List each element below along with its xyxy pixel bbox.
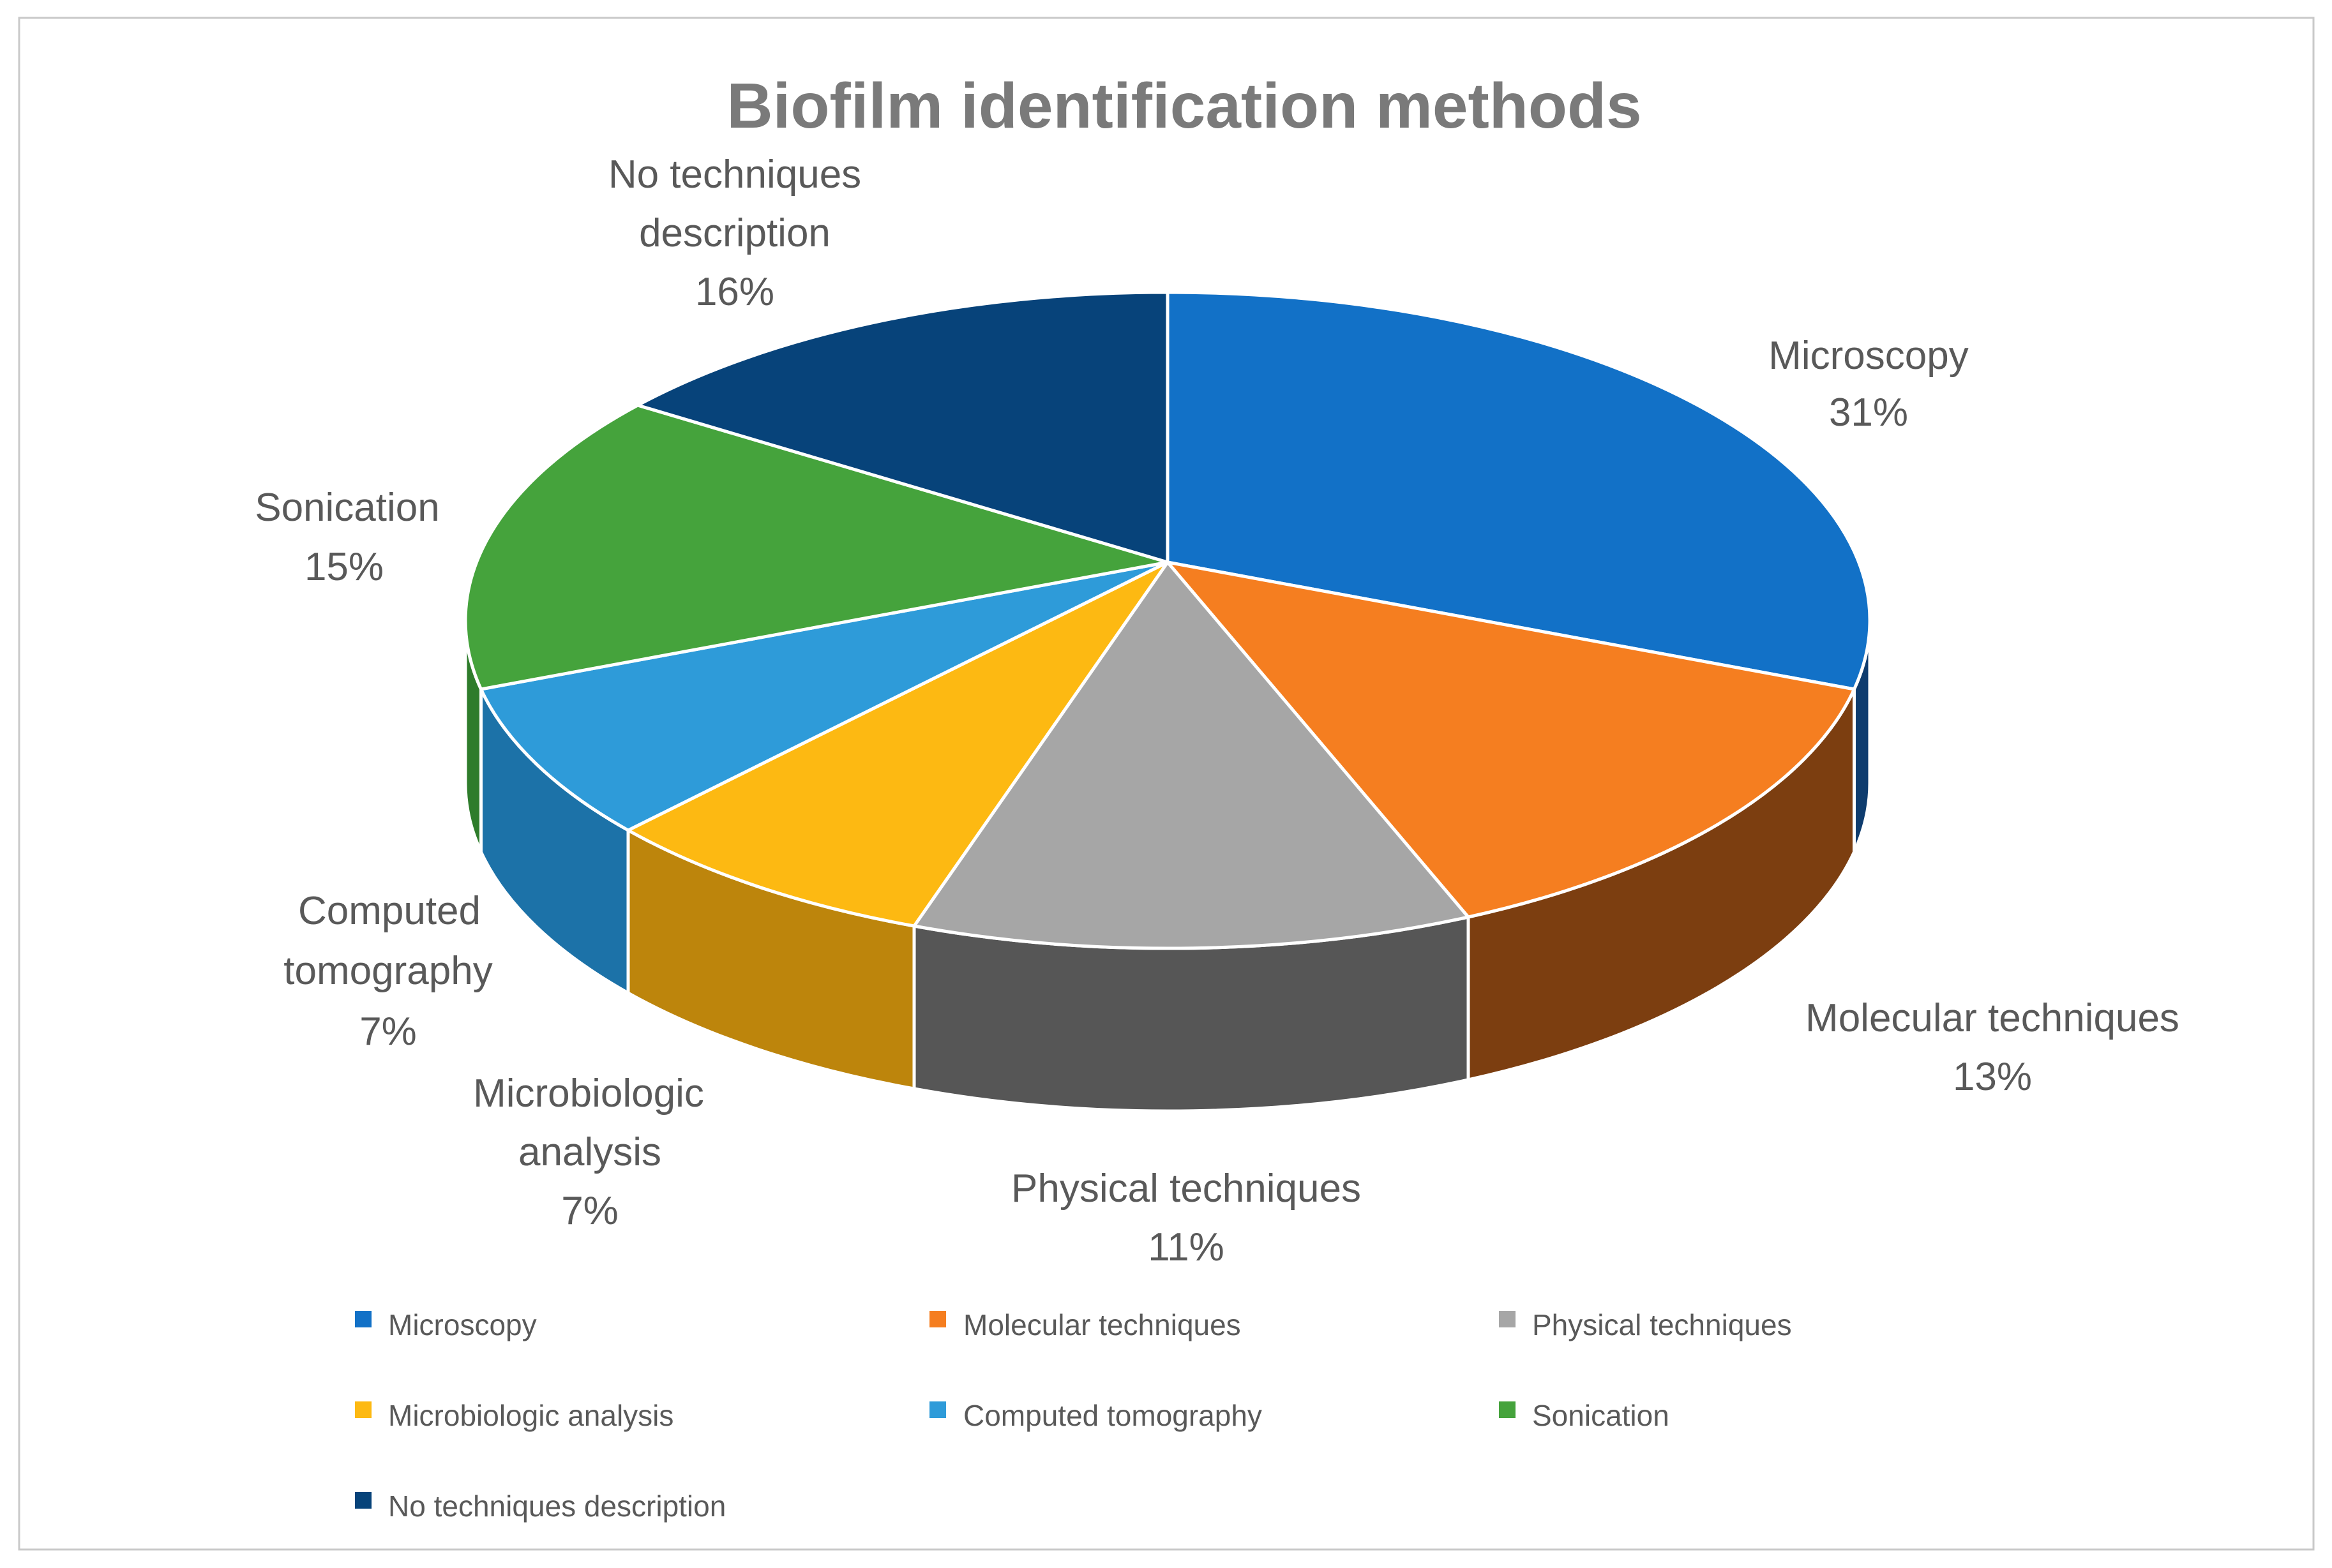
- legend-swatch: [1499, 1311, 1516, 1327]
- data-label-microbiologic: Microbiologic analysis 7%: [473, 1071, 704, 1233]
- data-label-pct: 31%: [1829, 391, 1908, 435]
- legend-swatch: [355, 1311, 372, 1327]
- pie-slice-computed-tomography: [479, 560, 1170, 832]
- data-label-text: Microbiologic: [473, 1071, 704, 1116]
- legend-item-microbiologic: Microbiologic analysis: [355, 1399, 673, 1432]
- data-label-pct: 13%: [1953, 1055, 2032, 1099]
- chart-title: Biofilm identification methods: [726, 70, 1641, 142]
- pie-side-walls: [463, 618, 1872, 1113]
- data-label-text: analysis: [518, 1130, 661, 1174]
- legend-swatch: [929, 1401, 946, 1418]
- legend-swatch: [355, 1492, 372, 1509]
- data-label-text: Microscopy: [1768, 334, 1969, 378]
- data-label-physical: Physical techniques 11%: [1011, 1167, 1361, 1269]
- legend-label: Sonication: [1532, 1399, 1669, 1432]
- legend-item-molecular: Molecular techniques: [929, 1308, 1241, 1341]
- legend-item-sonication: Sonication: [1499, 1399, 1669, 1432]
- legend-item-physical: Physical techniques: [1499, 1308, 1792, 1341]
- data-label-pct: 11%: [1148, 1225, 1224, 1269]
- legend-item-no-techniques: No techniques description: [355, 1490, 726, 1523]
- legend-swatch: [355, 1401, 372, 1418]
- legend-label: Microbiologic analysis: [388, 1399, 673, 1432]
- legend-label: Physical techniques: [1532, 1308, 1792, 1341]
- legend-label: Molecular techniques: [963, 1308, 1241, 1341]
- pie-slice-physical: [912, 560, 1470, 950]
- legend-item-computed-tomography: Computed tomography: [929, 1399, 1262, 1432]
- legend-swatch: [929, 1311, 946, 1327]
- data-label-text: description: [639, 211, 831, 255]
- legend-swatch: [1499, 1401, 1516, 1418]
- pie-slice-sonication: [463, 403, 1170, 691]
- data-label-pct: 7%: [359, 1010, 417, 1054]
- pie-slice-molecular: [1166, 560, 1856, 919]
- data-label-pct: 16%: [695, 270, 774, 314]
- data-label-text: Molecular techniques: [1805, 996, 2179, 1040]
- pie-slice-no-techniques: [636, 290, 1170, 564]
- data-label-pct: 15%: [305, 545, 384, 589]
- legend-label: No techniques description: [388, 1490, 726, 1523]
- legend-label: Microscopy: [388, 1308, 537, 1341]
- data-labels: Microscopy 31% Molecular techniques 13% …: [255, 153, 2179, 1269]
- data-label-molecular: Molecular techniques 13%: [1805, 996, 2179, 1099]
- pie-top-faces: [463, 290, 1872, 950]
- data-label-text: Computed: [298, 889, 481, 933]
- data-label-text: Sonication: [255, 486, 440, 530]
- data-label-no-techniques: No techniques description 16%: [608, 153, 861, 314]
- data-label-text: Physical techniques: [1011, 1167, 1361, 1211]
- chart-border: [18, 17, 2315, 1551]
- data-label-pct: 7%: [561, 1189, 619, 1233]
- data-label-computed-tomography: Computed tomography 7%: [283, 889, 492, 1054]
- legend-item-microscopy: Microscopy: [355, 1308, 537, 1341]
- pie-slice-microscopy: [1166, 290, 1872, 691]
- pie-slice-microbiologic: [626, 560, 1170, 928]
- data-label-text: No techniques: [608, 153, 861, 197]
- data-label-sonication: Sonication 15%: [255, 486, 440, 589]
- data-label-text: tomography: [283, 949, 492, 993]
- legend-label: Computed tomography: [963, 1399, 1262, 1432]
- chart-legend: Microscopy Molecular techniques Physical…: [355, 1308, 1792, 1523]
- data-label-microscopy: Microscopy 31%: [1768, 334, 1969, 435]
